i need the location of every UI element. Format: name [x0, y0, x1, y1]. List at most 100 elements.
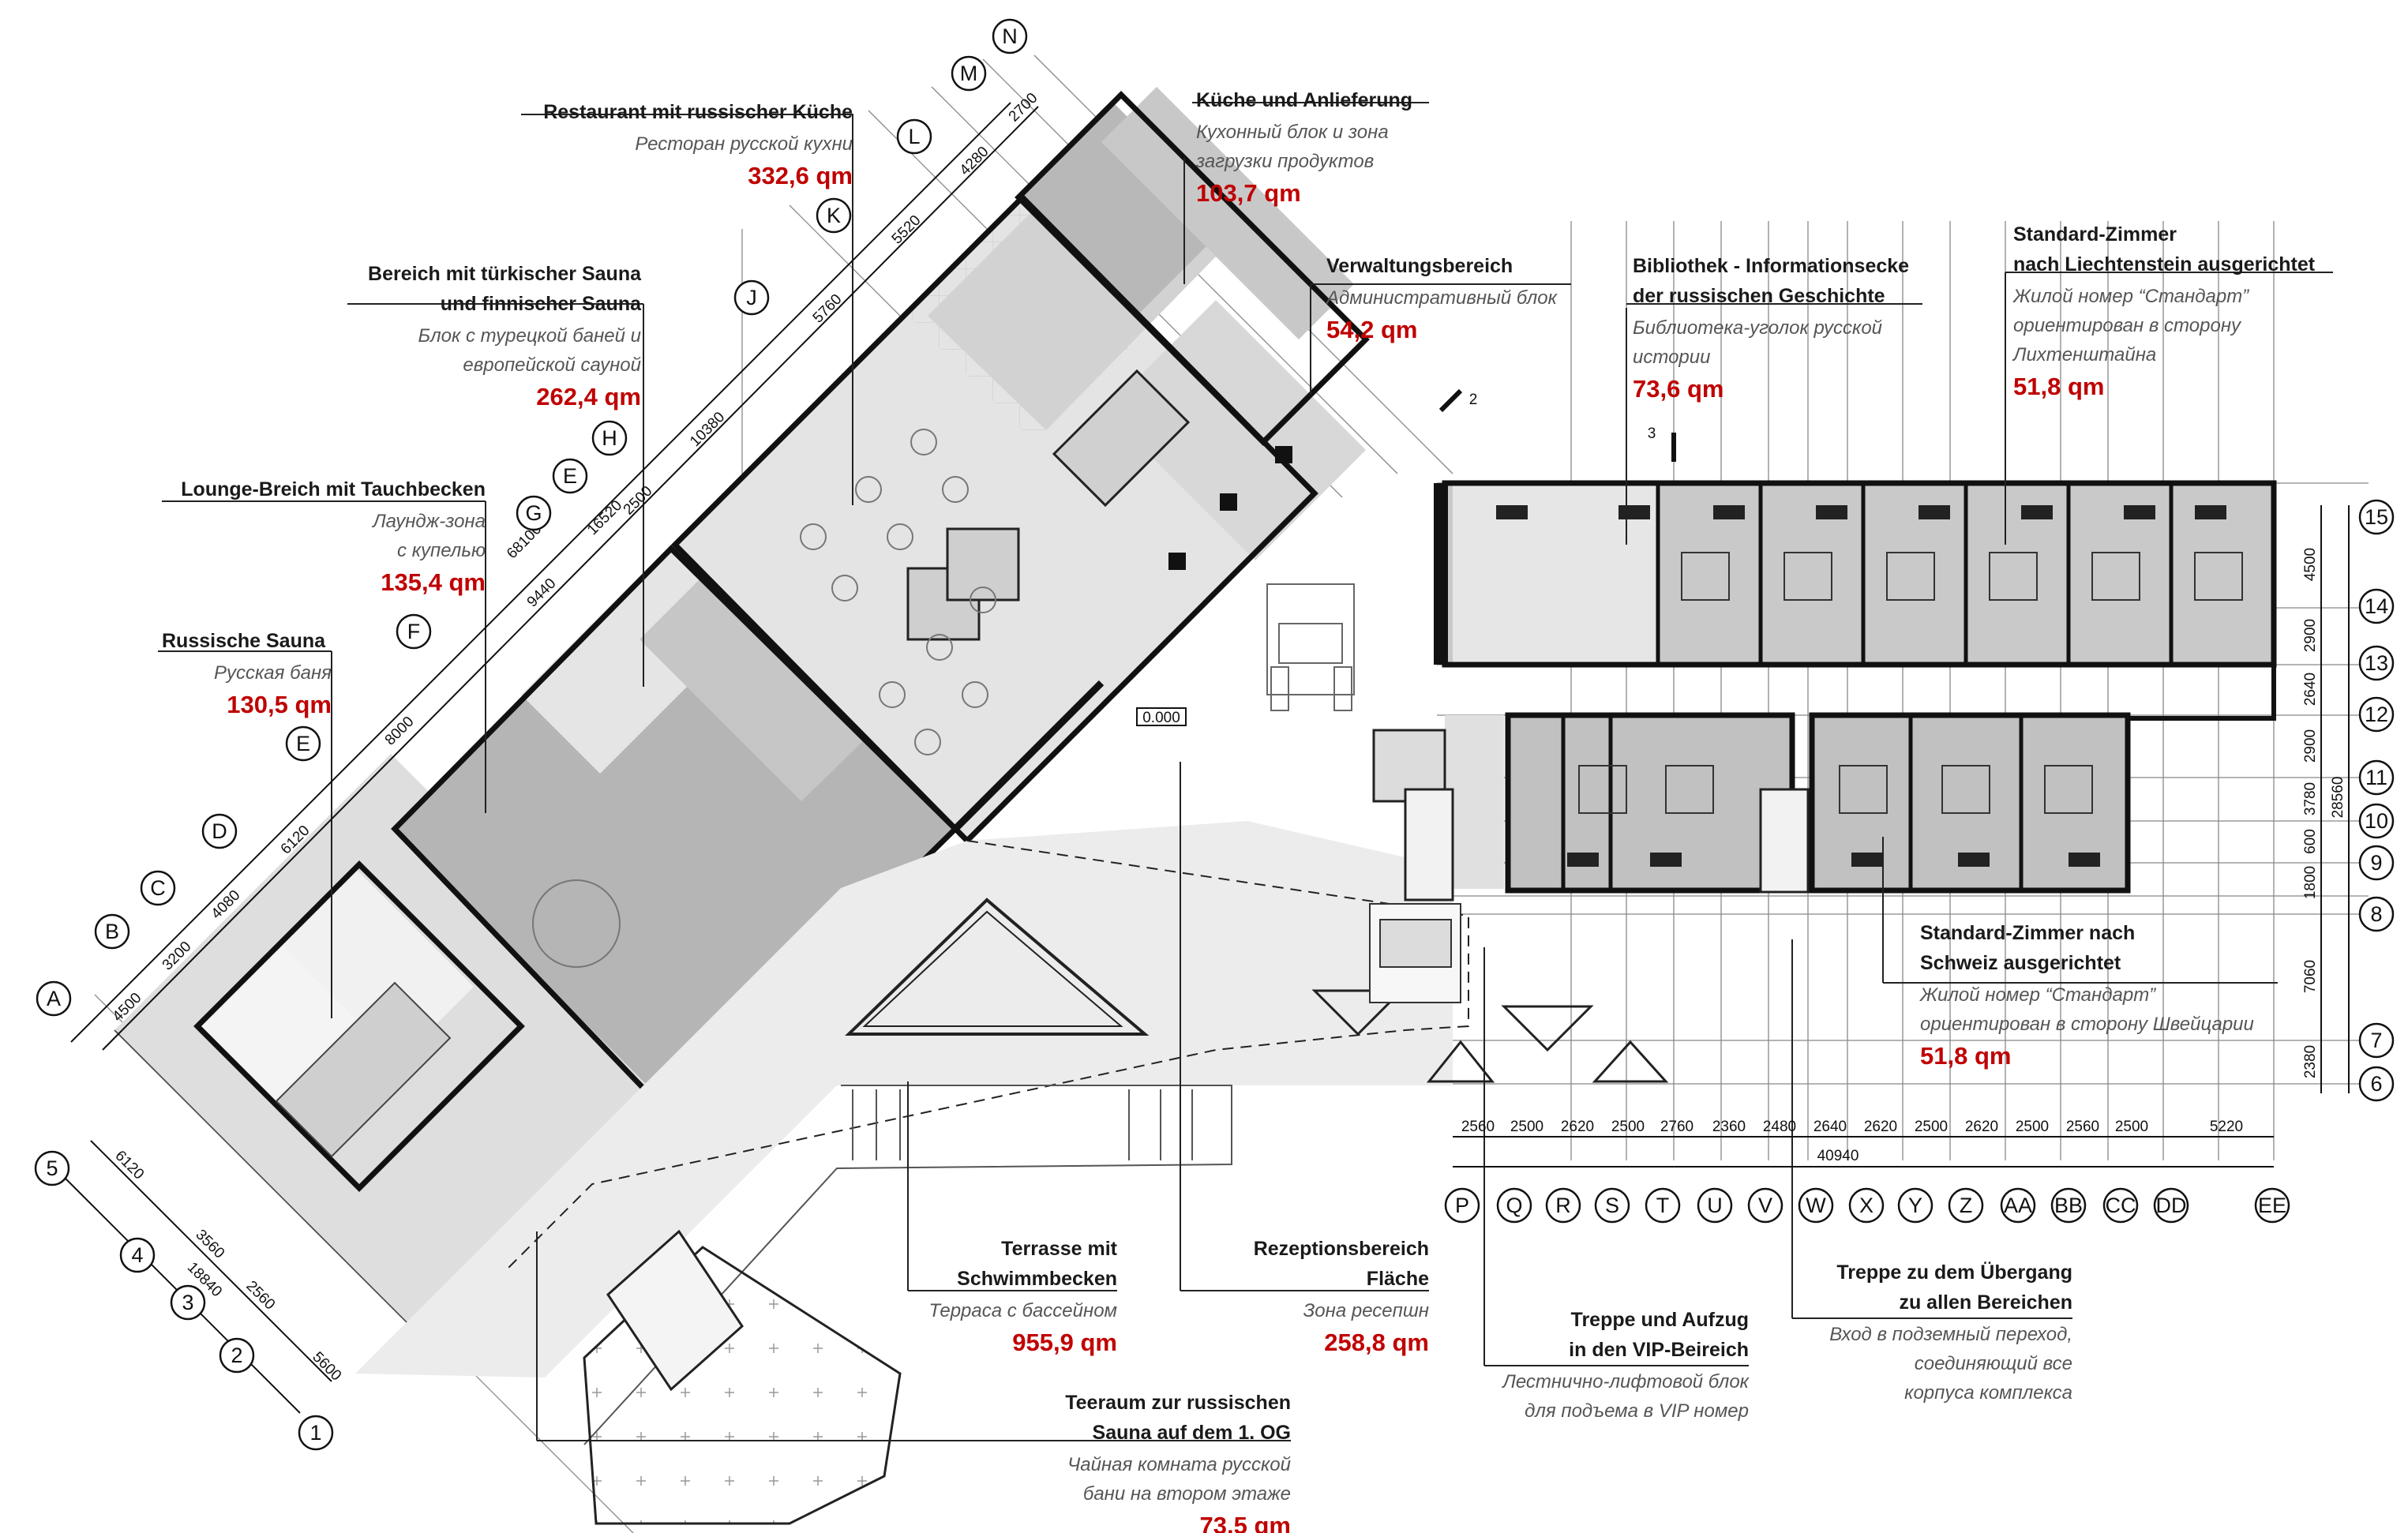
dim-right: 2900: [2302, 619, 2319, 652]
axis-T: T: [1645, 1187, 1681, 1224]
level-mark: 0.000: [1136, 707, 1187, 726]
dim-diag-total: 16520: [584, 497, 625, 538]
label-std-liechtenstein-title: Standard-Zimmer: [2013, 223, 2177, 246]
label-terrace-area: 955,9 qm: [1012, 1329, 1117, 1356]
label-std-schweiz-area: 51,8 qm: [1920, 1042, 2011, 1070]
label-terrace-title: Schwimmbecken: [957, 1268, 1117, 1290]
section-mark-2: 2: [1438, 388, 1477, 413]
axis-label: L: [908, 125, 920, 148]
axis-circle: [1848, 1187, 1885, 1224]
axis-label: A: [47, 987, 61, 1010]
label-reception-title: Fläche: [1367, 1268, 1429, 1290]
axis-label: BB: [2054, 1194, 2083, 1217]
axis-12: 12: [2358, 696, 2395, 733]
dim-bottom: 2620: [1561, 1119, 1594, 1135]
axis-circle: [1897, 1187, 1934, 1224]
dim-right: 600: [2302, 829, 2319, 854]
axis-circle: [733, 279, 770, 316]
axis-diag-N-13: N: [992, 18, 1028, 54]
label-std-schweiz-ru: Жилой номер “Стандарт”: [1919, 984, 2156, 1006]
dim-diag-lower: 6120: [112, 1148, 148, 1183]
label-vip-stair-ru: Лестнично-лифтовой блок: [1501, 1371, 1750, 1392]
axis-label: Z: [1960, 1194, 1973, 1217]
axis-13: 13: [2358, 645, 2395, 681]
axis-circle: [1697, 1187, 1733, 1224]
axis-diag-C-2: C: [140, 870, 176, 906]
label-transition-stair-ru: Вход в подземный переход,: [1829, 1324, 2072, 1345]
label-sauna-turkish-title: und finnischer Sauna: [441, 293, 642, 315]
axis-circle: [2254, 1187, 2290, 1224]
dim-diag-upper: 5760: [810, 291, 846, 327]
axis-label: P: [1455, 1194, 1469, 1217]
axis-circle: [2358, 759, 2395, 796]
dim-diag-lower: 3560: [193, 1227, 228, 1262]
axis-circle: [2358, 588, 2395, 624]
axis-label: U: [1707, 1194, 1723, 1217]
label-admin-ru: Административный блок: [1325, 287, 1558, 309]
axis-Y: Y: [1897, 1187, 1934, 1224]
axis-label: AA: [2004, 1194, 2032, 1217]
dim-right: 4500: [2302, 548, 2319, 581]
axis-label: EE: [2258, 1194, 2286, 1217]
axis-label: B: [105, 920, 119, 943]
label-tearoom-title: Teeraum zur russischen: [1065, 1392, 1291, 1414]
label-sauna-turkish-ru: Блок с турецкой баней и: [418, 325, 641, 347]
axis-diag-B-1: B: [94, 913, 130, 950]
dim-right: 2640: [2302, 673, 2319, 706]
axis-15: 15: [2358, 499, 2395, 535]
dim-diag-upper: 5520: [889, 212, 925, 248]
axis-label: F: [407, 620, 421, 643]
dim-diag-lower: 5600: [309, 1349, 345, 1385]
axis-circle: [1444, 1187, 1480, 1224]
level-mark-text: 0.000: [1142, 710, 1180, 726]
label-tearoom-ru: Чайная комната русской: [1067, 1454, 1291, 1475]
axis-diag-E-4: E: [285, 725, 321, 762]
axis-circle: [140, 870, 176, 906]
label-lounge-ru: Лаундж-зона: [371, 511, 486, 532]
axis-label: H: [602, 426, 617, 450]
dim-bottom: 2360: [1712, 1119, 1746, 1135]
axis-circle: [1747, 1187, 1783, 1224]
label-std-liechtenstein-ru: Жилой номер “Стандарт”: [2012, 286, 2249, 307]
label-lounge-area: 135,4 qm: [381, 568, 486, 596]
label-std-schweiz-title: Standard-Zimmer nach: [1920, 922, 2135, 944]
axis-circle: [2358, 896, 2395, 932]
label-restaurant: Restaurant mit russischer KücheРесторан …: [543, 101, 853, 189]
axis-6: 6: [2358, 1066, 2395, 1102]
label-transition-stair-ru: соединяющий все: [1915, 1353, 2072, 1374]
section-mark-3: 3: [1648, 425, 1676, 462]
axis-diag-M-12: M: [951, 55, 987, 92]
label-admin-title: Verwaltungsbereich: [1326, 255, 1513, 277]
axis-label: 5: [46, 1156, 58, 1180]
axis-BB: BB: [2050, 1187, 2087, 1224]
dim-diag-upper: 2700: [1006, 90, 1041, 126]
axis-circle: [2358, 1066, 2395, 1102]
axis-circle: [201, 813, 238, 849]
axis-label: 11: [2365, 766, 2387, 789]
label-std-schweiz-title: Schweiz ausgerichtet: [1920, 952, 2121, 974]
axis-label: E: [563, 464, 577, 488]
axis-U: U: [1697, 1187, 1733, 1224]
label-terrace-title: Terrasse mit: [1001, 1238, 1118, 1260]
dim-bottom: 2640: [1814, 1119, 1847, 1135]
axis-label: 4: [131, 1243, 143, 1267]
axis-label: Y: [1908, 1194, 1922, 1217]
label-reception-area: 258,8 qm: [1324, 1329, 1429, 1356]
axis-label: 10: [2365, 809, 2388, 833]
axis-circle: [516, 495, 552, 531]
axis-label: N: [1002, 24, 1018, 48]
label-tearoom-ru: бани на втором этаже: [1083, 1483, 1291, 1505]
axis-circle: [591, 420, 628, 456]
axis-11: 11: [2358, 759, 2395, 796]
dim-diag-lower: 2560: [243, 1278, 279, 1314]
label-lounge-title: Lounge-Breich mit Tauchbecken: [181, 478, 486, 500]
axis-14: 14: [2358, 588, 2395, 624]
dim-bottom: 2500: [2115, 1119, 2148, 1135]
